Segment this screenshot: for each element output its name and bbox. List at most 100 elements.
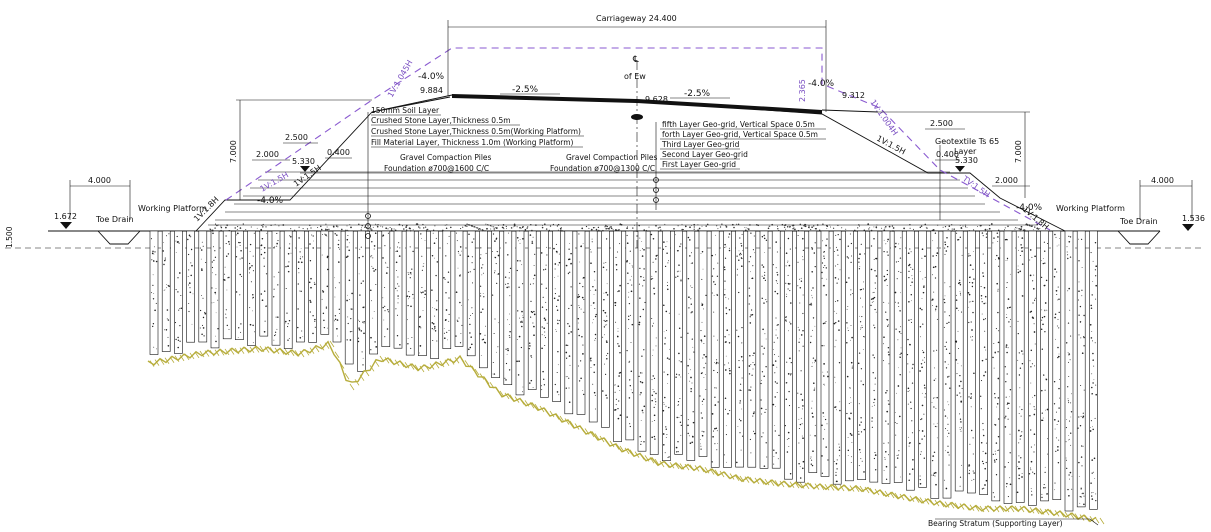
gravel-pile xyxy=(418,230,427,356)
slope-upper-right: 1V:1.5H xyxy=(875,134,907,157)
layer-note: 150mm Soil Layer xyxy=(371,106,440,115)
level-toe-right: 1.536 xyxy=(1182,214,1205,223)
berm-width-right: 2.500 xyxy=(930,119,953,128)
embankment-layers xyxy=(208,171,1038,226)
gravel-pile xyxy=(357,230,366,372)
gravel-pile xyxy=(393,230,403,349)
gravel-pile xyxy=(723,230,732,468)
level-edge-right: 9.312 xyxy=(842,91,865,100)
step-left: 2.000 xyxy=(256,150,279,159)
platform-width-right: 4.000 xyxy=(1151,176,1174,185)
gravel-pile xyxy=(564,230,574,415)
gravel-pile xyxy=(515,230,525,396)
gravel-pile xyxy=(161,230,171,352)
berm-width-left: 2.500 xyxy=(285,133,308,142)
gravel-pile xyxy=(198,230,208,343)
gravel-pile xyxy=(247,230,256,346)
gravel-pile xyxy=(283,230,293,349)
gravel-pile xyxy=(1064,230,1074,512)
gravel-pile xyxy=(466,230,476,357)
gravel-pile xyxy=(698,230,708,457)
crossfall-right-carriageway: -2.5% xyxy=(684,89,711,99)
gravel-pile xyxy=(235,230,244,340)
gravel-pile xyxy=(820,230,830,477)
toe-drain-label-left: Toe Drain xyxy=(95,215,134,224)
purple-slope-upper-left: 1V:1.045H xyxy=(386,59,415,99)
toe-drain-right xyxy=(1117,230,1161,245)
pavement-layer xyxy=(452,94,822,114)
working-platform-label-left: Working Platform xyxy=(138,204,207,213)
gravel-pile xyxy=(662,230,671,461)
level-toe-left: 1.672 xyxy=(54,212,77,221)
toe-drain-label-right: Toe Drain xyxy=(1119,217,1158,226)
gravel-pile xyxy=(686,230,696,461)
gravel-pile xyxy=(296,230,305,343)
design-profile-line xyxy=(225,47,1051,231)
embankment-outline xyxy=(195,94,1066,232)
gravel-pile xyxy=(759,230,769,469)
gravel-pile xyxy=(649,230,659,455)
gravel-pile xyxy=(503,230,513,385)
working-platform-fill xyxy=(209,223,1041,232)
working-platform-label-right: Working Platform xyxy=(1056,204,1125,213)
gravel-pile xyxy=(747,230,757,468)
gravel-pile xyxy=(222,230,232,340)
level-berm-right: 5.330 xyxy=(955,156,978,165)
gravel-pile xyxy=(381,230,391,347)
centerline-marker xyxy=(631,114,643,120)
layer-note: Crushed Stone Layer,Thickness 0.5m(Worki… xyxy=(371,127,581,136)
gravel-pile xyxy=(576,230,586,415)
offset-left: 0.400 xyxy=(327,148,350,157)
offset-right: 0.400 xyxy=(936,150,959,159)
toe-drain-left xyxy=(97,230,141,245)
gravel-pile xyxy=(601,230,610,428)
gravel-pile xyxy=(479,230,488,369)
gravel-pile xyxy=(405,230,415,356)
gravel-pile xyxy=(308,230,317,343)
centerline-symbol: ℄ xyxy=(632,55,639,65)
crossfall-left-shoulder: -4.0% xyxy=(418,72,445,82)
gravel-pile xyxy=(442,230,452,349)
crossfall-left-berm: -4.0% xyxy=(257,196,284,206)
piles-right-line2: Foundation ø700@1300 C/C xyxy=(550,164,655,173)
height-left: 7.000 xyxy=(229,140,238,163)
geotextile-line2: Layer xyxy=(954,147,977,156)
crossfall-left-carriageway: -2.5% xyxy=(512,85,539,95)
purple-dimension: 2.365 xyxy=(798,79,807,102)
gravel-pile xyxy=(808,230,818,473)
level-edge-left: 9.884 xyxy=(420,86,443,95)
level-berm-left: 5.330 xyxy=(292,157,315,166)
gravel-pile xyxy=(796,230,805,483)
crossfall-right-shoulder: -4.0% xyxy=(808,79,835,89)
gravel-pile xyxy=(1052,230,1062,501)
gravel-pile xyxy=(967,230,976,494)
purple-slope-upper-right: 1V:1.004H xyxy=(868,98,899,137)
gravel-pile xyxy=(588,230,598,423)
gravel-pile xyxy=(369,230,378,355)
piles-left-line1: Gravel Compaction Piles xyxy=(400,153,492,162)
carriageway-label: Carriageway 24.400 xyxy=(596,14,677,23)
gravel-pile xyxy=(259,230,269,337)
step-right: 2.000 xyxy=(995,176,1018,185)
gravel-pile xyxy=(625,230,635,441)
piles-left-line2: Foundation ø700@1600 C/C xyxy=(384,164,489,173)
gravel-pile xyxy=(930,230,940,499)
platform-width-left: 4.000 xyxy=(88,176,111,185)
layer-note: fifth Layer Geo-grid, Vertical Space 0.5… xyxy=(662,120,815,129)
bearing-stratum-line xyxy=(147,340,1105,525)
gravel-pile xyxy=(1089,230,1098,510)
layer-notes-right: fifth Layer Geo-grid, Vertical Space 0.5… xyxy=(660,120,826,170)
shoulder-right xyxy=(821,109,879,113)
gravel-pile xyxy=(1003,230,1013,504)
gravel-pile xyxy=(832,230,842,485)
gravel-pile xyxy=(344,230,354,365)
gravel-pile xyxy=(320,230,330,335)
centerline-label: of Ew xyxy=(624,72,646,81)
crossfall-right-berm: -4.0% xyxy=(1016,203,1043,213)
gravel-pile xyxy=(857,230,866,480)
piles-right-line1: Gravel Compaction Piles xyxy=(566,153,658,162)
gravel-pile xyxy=(332,230,342,343)
gravel-pile xyxy=(906,230,915,491)
gravel-pile xyxy=(491,230,500,378)
